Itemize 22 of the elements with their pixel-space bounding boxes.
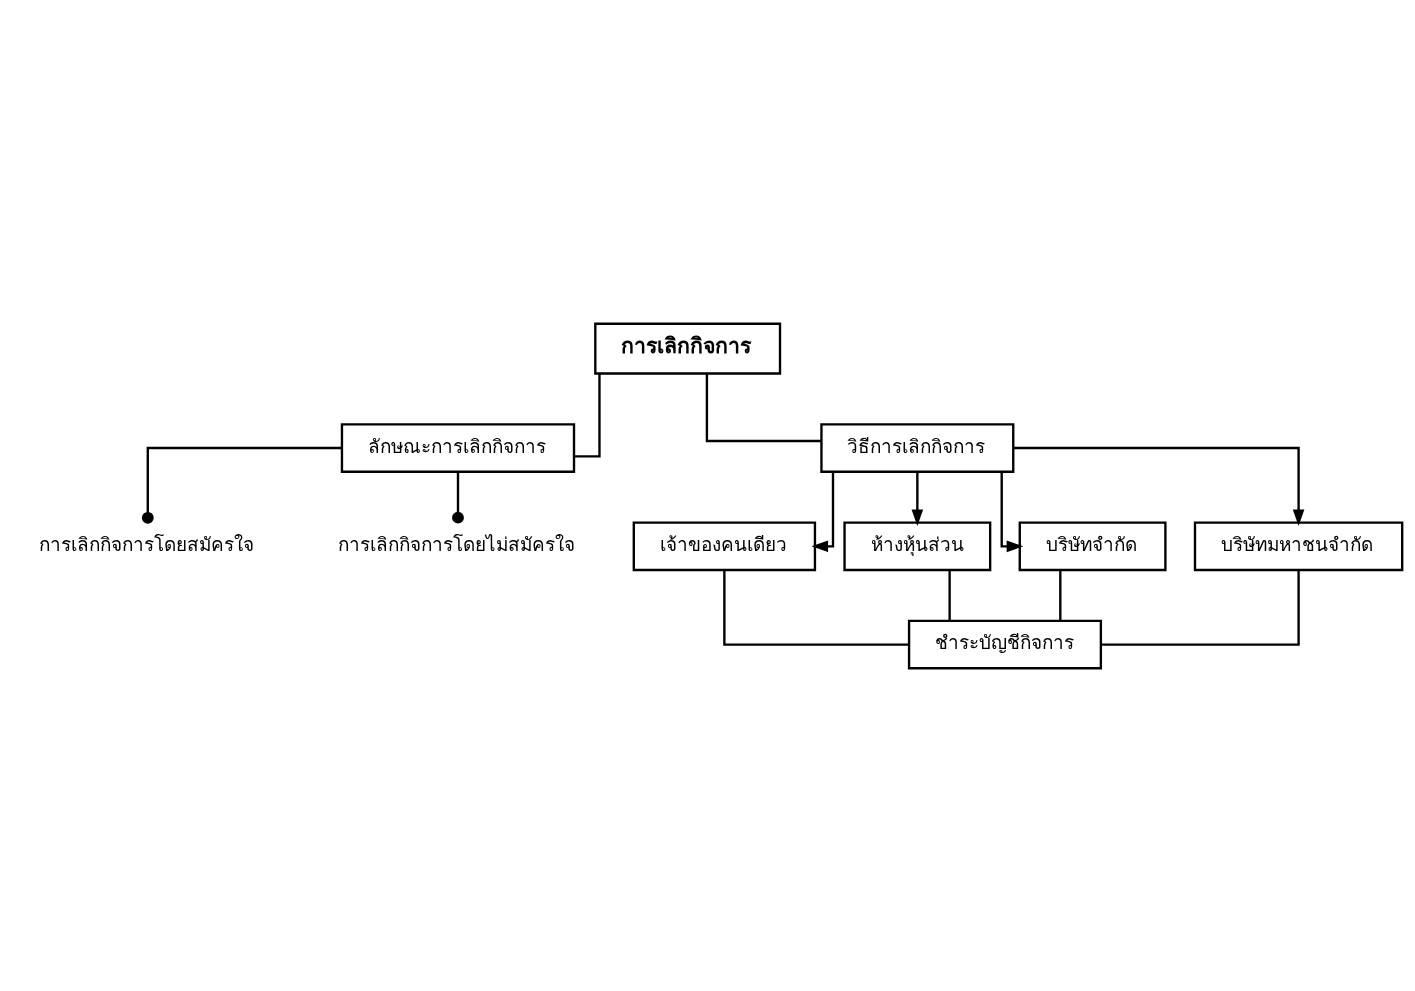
node-box: การเลิกกิจการ [594, 322, 782, 375]
connector [1059, 569, 1062, 621]
node-box: ชำระบัญชีกิจการ [907, 619, 1103, 669]
node-box: เจ้าของคนเดียว [632, 520, 817, 571]
arrow [1000, 471, 1024, 552]
arrow [811, 471, 835, 552]
node-box: ลักษณะการเลิกกิจการ [340, 422, 576, 473]
node-text: การเลิกกิจการโดยสมัครใจ [38, 532, 254, 555]
node-box: บริษัทมหาชนจำกัด [1193, 520, 1404, 571]
connector [1101, 569, 1300, 646]
arrow [1013, 446, 1305, 526]
node-box: วิธีการเลิกกิจการ [820, 422, 1015, 473]
connector [141, 446, 342, 524]
connector [948, 569, 951, 621]
connector [723, 569, 909, 646]
connector [452, 471, 464, 524]
arrow [911, 471, 924, 526]
node-box: ห้างหุ้นส่วน [843, 520, 992, 571]
connector [574, 373, 601, 458]
node-box: บริษัทจำกัด [1018, 520, 1167, 571]
node-text: การเลิกกิจการโดยไม่สมัครใจ [338, 532, 576, 555]
connector [705, 373, 822, 442]
